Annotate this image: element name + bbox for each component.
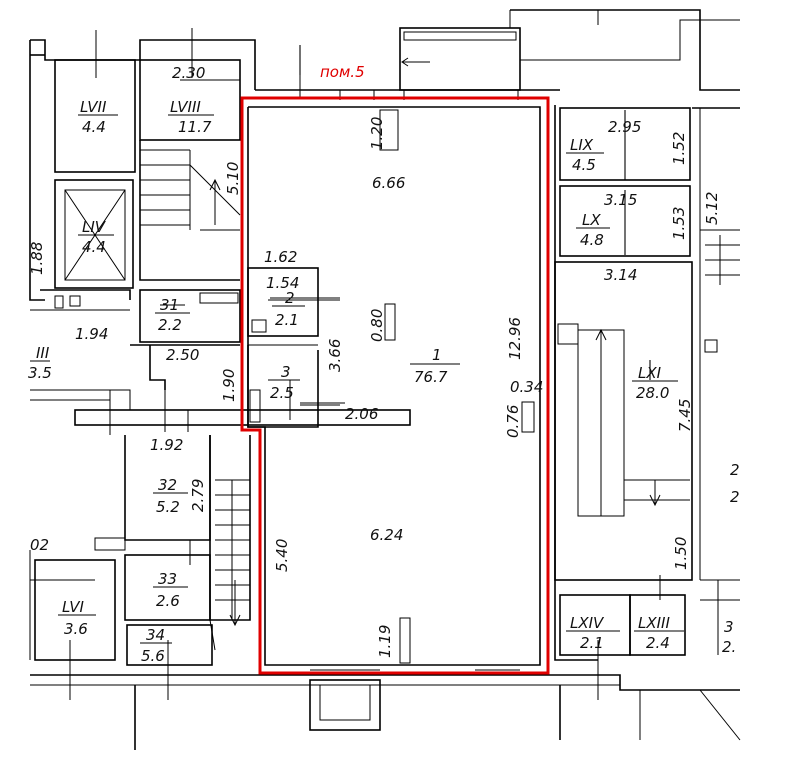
dim-label: 6.66 xyxy=(372,174,405,192)
dim-label: 2.30 xyxy=(172,64,205,82)
dim-label: 1.92 xyxy=(150,436,183,454)
room-number: LIV xyxy=(82,218,107,236)
room-area: 5.2 xyxy=(156,498,180,516)
room-number: 3 xyxy=(281,363,291,381)
dim-label: 1.20 xyxy=(368,117,386,150)
dim-label: 2.95 xyxy=(608,118,641,136)
dim-label: 2 xyxy=(730,488,740,506)
dim-label: 0.76 xyxy=(504,405,522,438)
room-number: 34 xyxy=(146,626,165,644)
dim-label: 0.34 xyxy=(510,378,543,396)
room-number: 1 xyxy=(432,346,442,364)
room-area: 2.1 xyxy=(275,311,299,329)
room-number: LXI xyxy=(638,364,662,382)
dimension-lines xyxy=(180,45,651,404)
dim-label: 02 xyxy=(30,536,49,554)
room-area: 4.4 xyxy=(82,118,106,136)
room-area: 2.2 xyxy=(158,316,182,334)
dim-label: 1.94 xyxy=(75,325,108,343)
room-area: 2.1 xyxy=(580,634,604,652)
dim-label: 1.19 xyxy=(376,625,394,658)
dim-label: 1.53 xyxy=(670,207,688,240)
dim-label: 2.79 xyxy=(189,479,207,512)
dim-label: 1.88 xyxy=(28,242,46,275)
right-rooms xyxy=(554,105,740,661)
room-number: LXIV xyxy=(570,614,605,632)
room-area: 2.5 xyxy=(270,384,294,402)
stairs-upper xyxy=(140,149,241,231)
room-number: 32 xyxy=(158,476,177,494)
room-number: 2 xyxy=(285,289,295,307)
room-area: 4.5 xyxy=(572,156,596,174)
dim-label: 12.96 xyxy=(506,317,524,360)
room-number: III xyxy=(36,344,50,362)
dim-label: 1.62 xyxy=(264,248,297,266)
room-number: LVIII xyxy=(170,98,201,116)
dim-label: 5.40 xyxy=(273,539,291,572)
dim-label: 3 xyxy=(724,618,734,636)
top-walls xyxy=(30,9,740,100)
dim-label: 7.45 xyxy=(676,399,694,432)
room-number: LIX xyxy=(570,136,594,154)
room-area: 5.6 xyxy=(141,647,165,665)
room-number: LXIII xyxy=(638,614,670,632)
premise-5 xyxy=(240,96,550,675)
dimension-labels: 2.30 6.66 1.62 1.54 1.94 2.50 2.06 0.34 … xyxy=(30,64,740,656)
room-number: 33 xyxy=(158,570,177,588)
dim-label: 2. xyxy=(722,638,736,656)
premise-label: пом.5 xyxy=(320,63,365,81)
bottom-walls xyxy=(30,640,741,750)
room-labels: LVII 4.4 LVIII 11.7 LIV 4.4 31 2.2 2 2.1… xyxy=(28,98,684,665)
room-area: 76.7 xyxy=(414,368,448,386)
dim-label: 2.06 xyxy=(345,405,378,423)
dim-label: 1.90 xyxy=(220,369,238,402)
dim-label: 0.80 xyxy=(368,309,386,342)
dimension-labels-vertical: 1.20 5.10 0.80 3.66 12.96 1.88 1.90 0.76… xyxy=(28,117,721,658)
stairs-lower xyxy=(215,479,250,627)
room-area: 4.4 xyxy=(82,238,106,256)
room-number: LVI xyxy=(62,598,85,616)
room-area: 2.6 xyxy=(156,592,180,610)
dim-label: 1.50 xyxy=(672,537,690,570)
room-area: 28.0 xyxy=(636,384,669,402)
room-area: 4.8 xyxy=(580,231,604,249)
room-number: 31 xyxy=(160,296,179,314)
dim-label: 1.52 xyxy=(670,132,688,165)
room-number: LVII xyxy=(80,98,107,116)
room-area: 3.6 xyxy=(64,620,88,638)
room-number: LX xyxy=(582,211,601,229)
dim-label: 5.10 xyxy=(224,162,242,195)
dim-label: 3.15 xyxy=(604,191,637,209)
room-area: 11.7 xyxy=(178,118,212,136)
dim-label: 6.24 xyxy=(370,526,403,544)
dim-label: 2 xyxy=(730,461,740,479)
room-area: 3.5 xyxy=(28,364,52,382)
dim-label: 5.12 xyxy=(703,192,721,225)
dim-label: 3.66 xyxy=(326,339,344,372)
dim-label: 3.14 xyxy=(604,266,637,284)
room-area: 2.4 xyxy=(646,634,670,652)
dim-label: 2.50 xyxy=(166,346,199,364)
dim-label: 1.54 xyxy=(266,274,299,292)
